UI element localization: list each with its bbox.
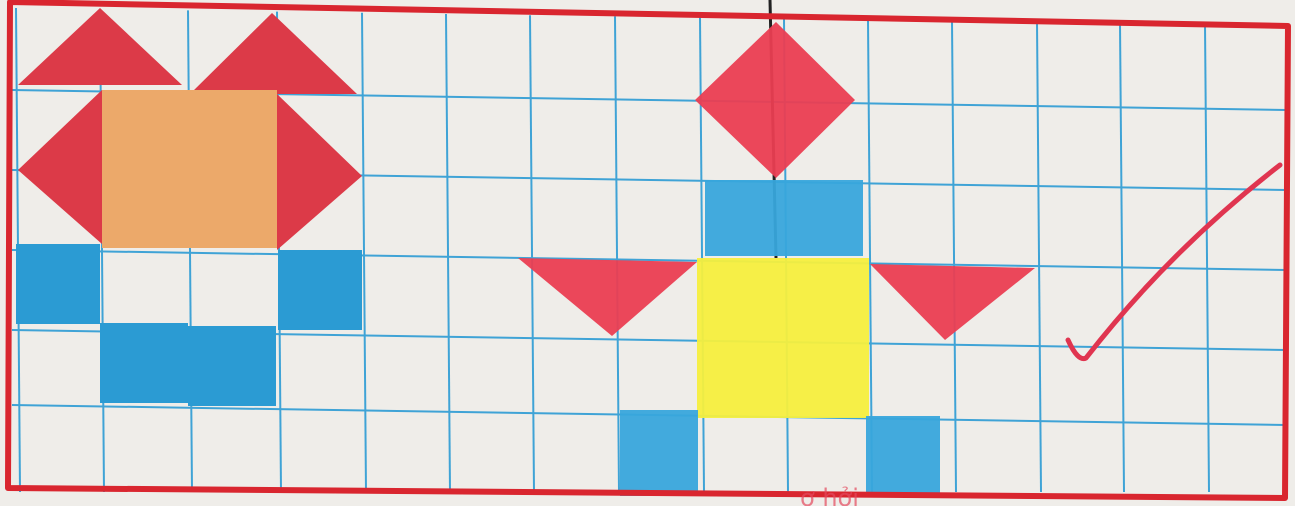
left-orange-square [102,90,277,248]
left-blue-square-4 [188,326,276,406]
right-blue-rect [705,180,863,256]
handwritten-text: ơ hởi [800,484,859,506]
right-yellow-square [697,258,869,418]
right-blue-square-left [620,410,698,496]
right-blue-square-right [866,416,940,496]
left-blue-square-3 [100,323,188,403]
left-blue-square-2 [278,250,362,330]
left-blue-square-1 [16,244,100,324]
